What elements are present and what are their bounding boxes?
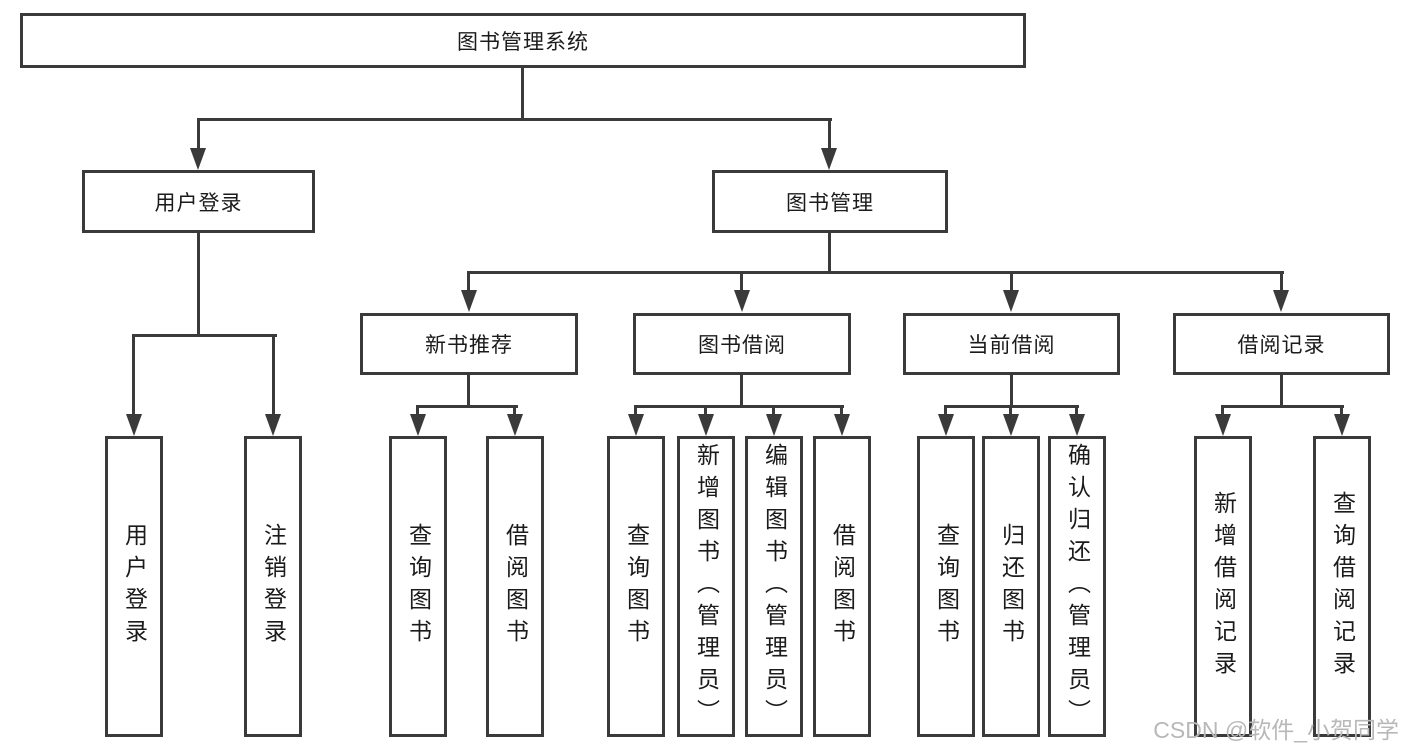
node-book-management-label: 图书管理 <box>786 191 874 215</box>
connector-line <box>772 405 775 417</box>
arrow-down-icon <box>698 414 714 436</box>
leaf-borrow-query: 查询图书 <box>607 436 665 737</box>
arrow-down-icon <box>1215 414 1231 436</box>
node-user-login: 用户登录 <box>82 170 315 233</box>
leaf-newbook-borrow: 借阅图书 <box>486 436 544 737</box>
leaf-borrow-edit-label: 编辑图书（管理员） <box>761 442 788 731</box>
connector-line <box>197 233 200 337</box>
connector-line <box>704 405 707 417</box>
leaf-borrow-add: 新增图书（管理员） <box>677 436 735 737</box>
leaf-current-confirm-label: 确认归还（管理员） <box>1064 442 1091 731</box>
connector-line <box>1221 405 1344 408</box>
connector-line <box>828 118 831 152</box>
arrow-down-icon <box>766 414 782 436</box>
node-root-label: 图书管理系统 <box>457 30 589 54</box>
leaf-newbook-borrow-label: 借阅图书 <box>502 522 529 651</box>
connector-line <box>132 334 277 337</box>
leaf-current-return: 归还图书 <box>982 436 1040 737</box>
connector-line <box>634 405 844 408</box>
connector-line <box>416 405 518 408</box>
node-book-borrowing: 图书借阅 <box>633 313 851 375</box>
node-borrow-records: 借阅记录 <box>1173 313 1390 375</box>
connector-line <box>944 405 947 417</box>
arrow-down-icon <box>1069 414 1085 436</box>
connector-line <box>1075 405 1078 417</box>
connector-line <box>416 405 419 417</box>
arrow-down-icon <box>507 414 523 436</box>
connector-line <box>467 271 470 293</box>
leaf-borrow-borrow: 借阅图书 <box>813 436 871 737</box>
arrow-down-icon <box>1003 290 1019 312</box>
connector-line <box>197 118 200 152</box>
leaf-record-query: 查询借阅记录 <box>1313 436 1371 737</box>
connector-line <box>467 271 1284 274</box>
leaf-borrow-borrow-label: 借阅图书 <box>829 522 856 651</box>
node-borrow-records-label: 借阅记录 <box>1237 334 1326 357</box>
connector-line <box>840 405 843 417</box>
connector-line <box>1221 405 1224 417</box>
arrow-down-icon <box>126 414 142 436</box>
leaf-logout-label: 注销登录 <box>260 522 287 651</box>
node-current-borrowing-label: 当前借阅 <box>967 334 1056 357</box>
arrow-down-icon <box>461 290 477 312</box>
leaf-newbook-query: 查询图书 <box>389 436 447 737</box>
node-user-login-label: 用户登录 <box>154 191 243 215</box>
leaf-user-login: 用户登录 <box>105 436 163 737</box>
connector-line <box>272 334 275 417</box>
leaf-current-return-label: 归还图书 <box>998 522 1025 651</box>
node-root: 图书管理系统 <box>20 13 1026 68</box>
connector-line <box>1280 375 1283 408</box>
connector-line <box>740 375 743 408</box>
connector-line <box>828 233 831 274</box>
connector-line <box>634 405 637 417</box>
arrow-down-icon <box>190 148 206 170</box>
arrow-down-icon <box>1003 414 1019 436</box>
leaf-record-query-label: 查询借阅记录 <box>1329 490 1356 683</box>
leaf-borrow-query-label: 查询图书 <box>623 522 650 651</box>
arrow-down-icon <box>821 148 837 170</box>
connector-line <box>1340 405 1343 417</box>
arrow-down-icon <box>734 290 750 312</box>
connector-line <box>1280 271 1283 293</box>
connector-line <box>1010 271 1013 293</box>
arrow-down-icon <box>265 414 281 436</box>
connector-line <box>1010 375 1013 408</box>
arrow-down-icon <box>1273 290 1289 312</box>
node-new-book-recommend-label: 新书推荐 <box>425 334 513 357</box>
leaf-record-add-label: 新增借阅记录 <box>1210 490 1237 683</box>
node-new-book-recommend: 新书推荐 <box>360 313 578 375</box>
connector-line <box>1009 405 1012 417</box>
leaf-record-add: 新增借阅记录 <box>1194 436 1252 737</box>
leaf-current-query-label: 查询图书 <box>933 522 960 651</box>
arrow-down-icon <box>938 414 954 436</box>
node-current-borrowing: 当前借阅 <box>903 313 1120 375</box>
node-book-borrowing-label: 图书借阅 <box>698 334 786 357</box>
arrow-down-icon <box>628 414 644 436</box>
connector-line <box>740 271 743 293</box>
connector-line <box>521 68 524 120</box>
leaf-logout: 注销登录 <box>244 436 302 737</box>
arrow-down-icon <box>834 414 850 436</box>
leaf-borrow-add-label: 新增图书（管理员） <box>693 442 720 731</box>
csdn-watermark: CSDN @软件_小贺同学 <box>1153 717 1399 743</box>
arrow-down-icon <box>410 414 426 436</box>
leaf-current-confirm: 确认归还（管理员） <box>1048 436 1106 737</box>
leaf-current-query: 查询图书 <box>917 436 975 737</box>
connector-line <box>513 405 516 417</box>
leaf-user-login-label: 用户登录 <box>121 522 148 651</box>
connector-line <box>467 375 470 408</box>
connector-line <box>197 118 832 121</box>
arrow-down-icon <box>1334 414 1350 436</box>
leaf-borrow-edit: 编辑图书（管理员） <box>745 436 803 737</box>
connector-line <box>132 334 135 417</box>
leaf-newbook-query-label: 查询图书 <box>405 522 432 651</box>
node-book-management: 图书管理 <box>712 170 948 233</box>
